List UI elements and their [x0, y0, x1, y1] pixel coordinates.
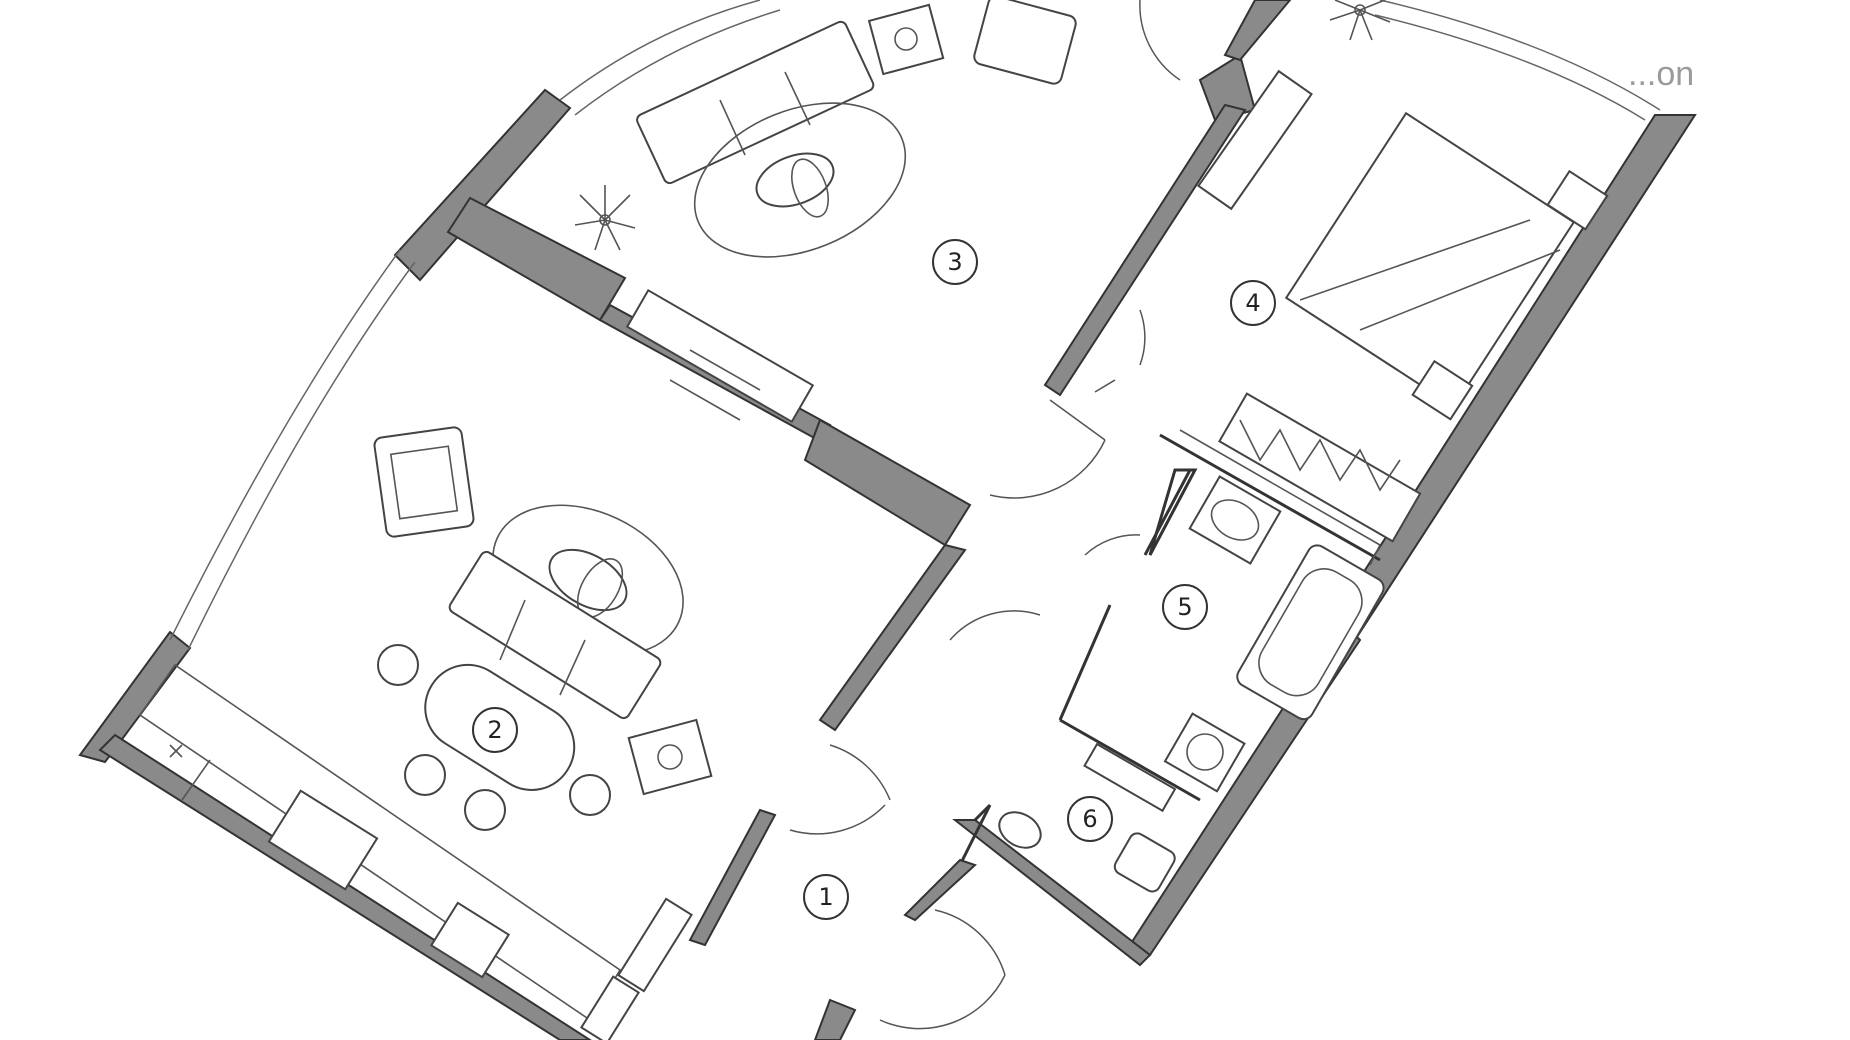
room-number: 1	[818, 883, 833, 911]
plant-icon	[1329, 0, 1391, 41]
room-number: 6	[1082, 805, 1097, 833]
bathroom-fixtures	[998, 475, 1385, 893]
doors	[789, 0, 1181, 1030]
bedroom-furniture	[1197, 0, 1609, 543]
plant-icon	[574, 185, 636, 251]
interior-lines	[1094, 379, 1381, 566]
room-label-6: 6	[1067, 796, 1113, 842]
room-label-5: 5	[1162, 584, 1208, 630]
room-number: 4	[1245, 289, 1260, 317]
living-room-furniture	[574, 0, 1077, 424]
room-label-2: 2	[472, 707, 518, 753]
room-number: 3	[947, 248, 962, 276]
windows	[169, 0, 1661, 651]
room-number: 2	[487, 716, 502, 744]
living-kitchen-furniture	[138, 426, 713, 1040]
room-label-4: 4	[1230, 280, 1276, 326]
room-label-1: 1	[803, 874, 849, 920]
room-label-3: 3	[932, 239, 978, 285]
watermark: ...on	[1628, 55, 1694, 93]
room-number: 5	[1177, 593, 1192, 621]
